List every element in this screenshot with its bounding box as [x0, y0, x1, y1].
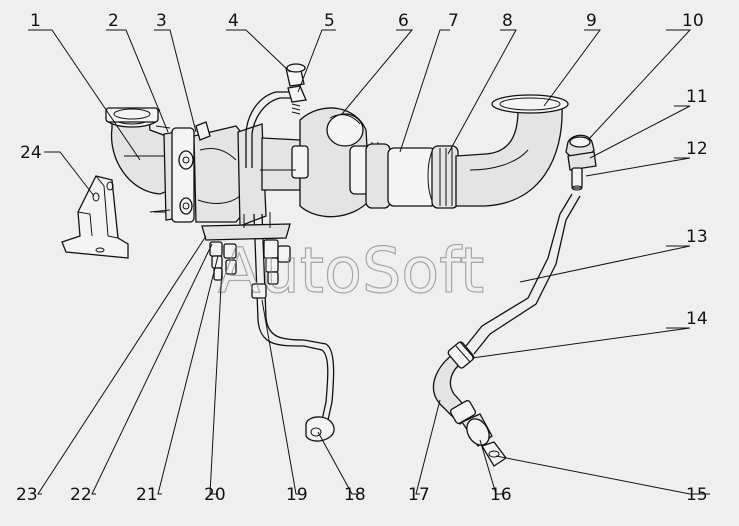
leader-lines: [28, 29, 710, 495]
callout-14: 14: [686, 309, 708, 329]
callout-7: 7: [448, 11, 459, 31]
callout-8: 8: [502, 11, 513, 31]
callout-5: 5: [324, 11, 335, 31]
callout-labels: 1 2 3 4 5 6 7 8 9 10 11 12 13 14 15 16 1…: [16, 11, 708, 505]
callout-1: 1: [30, 11, 41, 31]
callout-3: 3: [156, 11, 167, 31]
callout-23: 23: [16, 485, 38, 505]
callout-2: 2: [108, 11, 119, 31]
callout-15: 15: [686, 485, 708, 505]
callout-11: 11: [686, 87, 708, 107]
callout-19: 19: [286, 485, 308, 505]
callout-22: 22: [70, 485, 92, 505]
bearing-section: [237, 63, 307, 227]
callout-12: 12: [686, 139, 708, 159]
intake-elbow: [105, 107, 176, 213]
callout-24: 24: [20, 143, 42, 163]
lower-hose: [432, 341, 507, 467]
banjo-fitting: [565, 134, 597, 191]
callout-18: 18: [344, 485, 366, 505]
callout-16: 16: [490, 485, 512, 505]
callout-17: 17: [408, 485, 430, 505]
mounting-bracket: [61, 175, 129, 259]
oil-feed-pipe: [251, 213, 335, 442]
callout-10: 10: [682, 11, 704, 31]
callout-20: 20: [204, 485, 226, 505]
hose-clamps: [349, 142, 459, 209]
callout-9: 9: [586, 11, 597, 31]
callout-13: 13: [686, 227, 708, 247]
callout-21: 21: [136, 485, 158, 505]
watermark: AutoSoft: [218, 234, 484, 307]
turbine-housing: [142, 121, 247, 223]
outlet-elbow: [455, 94, 569, 207]
mounting-flange: [201, 212, 291, 285]
callout-6: 6: [398, 11, 409, 31]
callout-4: 4: [228, 11, 239, 31]
